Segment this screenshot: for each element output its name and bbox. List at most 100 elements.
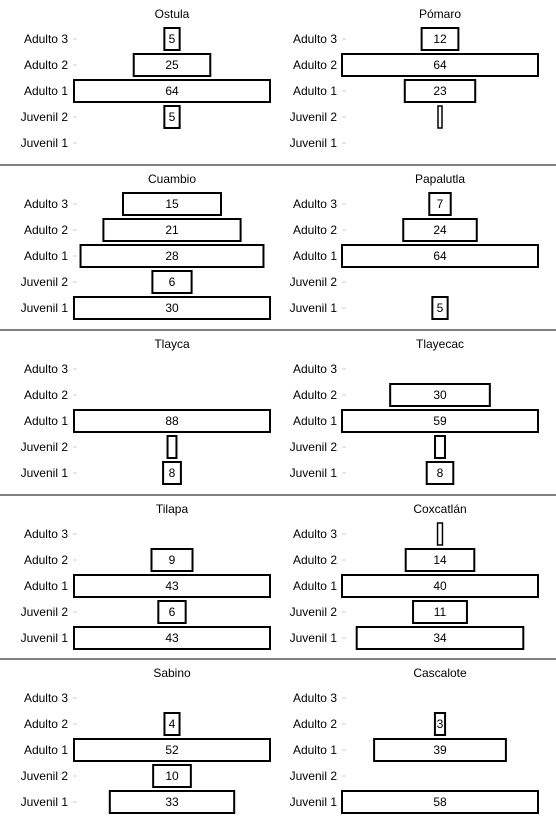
bar <box>108 790 236 814</box>
bar <box>163 27 181 51</box>
tick-label: Juvenil 1 <box>290 136 338 150</box>
data-label: 23 <box>433 84 447 98</box>
tick-label: Juvenil 2 <box>290 110 338 124</box>
bar <box>73 296 271 320</box>
tick-label: Adulto 2 <box>24 553 68 567</box>
data-label: 64 <box>433 58 447 72</box>
bar <box>341 244 539 268</box>
bar <box>73 409 271 433</box>
tick-label: Juvenil 2 <box>290 440 338 454</box>
bar <box>403 79 477 103</box>
bar <box>436 522 444 546</box>
bar <box>412 600 468 624</box>
tick-label: Adulto 1 <box>293 249 337 263</box>
bar <box>437 105 443 129</box>
data-label: 30 <box>165 301 179 315</box>
data-label: 4 <box>169 717 176 731</box>
bar <box>152 764 192 788</box>
bar <box>425 461 455 485</box>
tick-label: Adulto 1 <box>293 84 337 98</box>
tick-label: Juvenil 1 <box>290 301 338 315</box>
tick-label: Adulto 2 <box>293 717 337 731</box>
bar <box>151 270 193 294</box>
tick-label: Adulto 2 <box>293 388 337 402</box>
data-label: 43 <box>165 631 179 645</box>
tick-label: Adulto 3 <box>293 362 337 376</box>
bar <box>341 409 539 433</box>
data-label: 6 <box>169 275 176 289</box>
data-label: 88 <box>165 414 179 428</box>
tick-label: Adulto 1 <box>24 579 68 593</box>
data-label: 5 <box>437 301 444 315</box>
tick-label: Adulto 2 <box>24 717 68 731</box>
data-label: 64 <box>433 249 447 263</box>
data-label: 21 <box>165 223 179 237</box>
data-label: 24 <box>433 223 447 237</box>
tick-label: Adulto 2 <box>24 388 68 402</box>
data-label: 10 <box>165 769 179 783</box>
bar <box>373 738 507 762</box>
data-label: 64 <box>165 84 179 98</box>
tick-label: Adulto 3 <box>293 197 337 211</box>
tick-label: Adulto 1 <box>24 249 68 263</box>
panel-title: Tilapa <box>156 502 189 516</box>
data-label: 5 <box>169 32 176 46</box>
data-label: 52 <box>165 743 179 757</box>
tick-label: Adulto 1 <box>24 743 68 757</box>
tick-label: Juvenil 2 <box>21 769 69 783</box>
tick-label: Juvenil 1 <box>290 795 338 809</box>
panel-title: Cascalote <box>413 666 467 680</box>
data-label: 8 <box>169 466 176 480</box>
bar <box>404 548 476 572</box>
tick-label: Juvenil 2 <box>290 769 338 783</box>
data-label: 15 <box>165 197 179 211</box>
tick-label: Juvenil 2 <box>21 605 69 619</box>
bar <box>102 218 242 242</box>
bar <box>73 574 271 598</box>
data-label: 5 <box>169 110 176 124</box>
bar <box>122 192 222 216</box>
panel-title: Tlayca <box>154 337 190 351</box>
bar <box>73 738 271 762</box>
data-label: 43 <box>165 579 179 593</box>
tick-label: Adulto 2 <box>24 223 68 237</box>
tick-label: Adulto 3 <box>293 32 337 46</box>
panel-title: Papalutla <box>415 172 465 186</box>
bar <box>341 574 539 598</box>
tick-label: Adulto 2 <box>293 553 337 567</box>
bar <box>166 435 178 459</box>
bar <box>341 790 539 814</box>
bar <box>428 192 452 216</box>
data-label: 30 <box>433 388 447 402</box>
tick-label: Adulto 3 <box>24 32 68 46</box>
tick-label: Juvenil 2 <box>21 440 69 454</box>
bar <box>420 27 460 51</box>
tick-label: Adulto 3 <box>24 527 68 541</box>
bar <box>162 461 182 485</box>
panel-title: Coxcatlán <box>413 502 466 516</box>
tick-label: Adulto 2 <box>293 58 337 72</box>
data-label: 7 <box>437 197 444 211</box>
tick-label: Juvenil 2 <box>21 110 69 124</box>
data-label: 8 <box>437 466 444 480</box>
bar <box>132 53 212 77</box>
data-label: 14 <box>433 553 447 567</box>
bar <box>341 53 539 77</box>
data-label: 33 <box>165 795 179 809</box>
bar <box>434 435 446 459</box>
tick-label: Adulto 1 <box>293 743 337 757</box>
data-label: 39 <box>433 743 447 757</box>
data-label: 6 <box>169 605 176 619</box>
bar <box>355 626 525 650</box>
tick-label: Adulto 1 <box>293 414 337 428</box>
